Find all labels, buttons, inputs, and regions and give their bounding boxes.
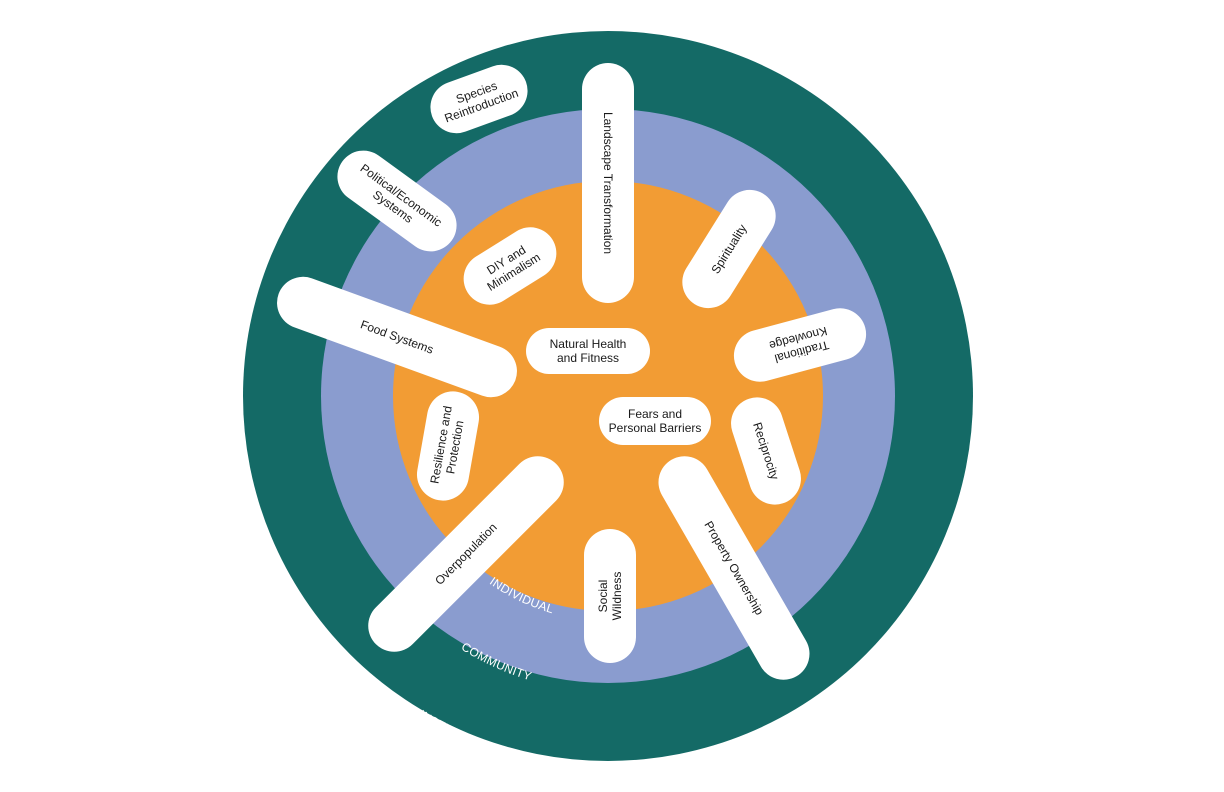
pills-layer: SpeciesReintroductionPolitical/EconomicS… bbox=[277, 63, 867, 680]
pill-shape bbox=[368, 456, 564, 652]
pill-landscape-transformation: Landscape Transformation bbox=[582, 63, 634, 303]
pill-shape bbox=[599, 397, 711, 445]
pill-spirituality: Spirituality bbox=[682, 189, 776, 309]
pill-shape bbox=[682, 189, 776, 309]
pill-shape bbox=[733, 308, 867, 382]
pill-shape bbox=[582, 63, 634, 303]
pill-label: Wildness bbox=[610, 572, 624, 621]
pill-reciprocity: Reciprocity bbox=[731, 397, 801, 505]
pill-shape bbox=[416, 391, 480, 501]
pill-label: Social bbox=[596, 580, 610, 613]
pill-label: and Fitness bbox=[557, 351, 619, 365]
pill-shape bbox=[430, 64, 528, 134]
pill-label: Fears and bbox=[628, 407, 682, 421]
pill-label: Natural Health bbox=[550, 337, 627, 351]
pill-shape bbox=[584, 529, 636, 663]
pill-shape bbox=[277, 276, 517, 398]
pill-shape bbox=[337, 150, 457, 252]
pill-shape bbox=[463, 227, 557, 305]
pill-shape bbox=[526, 328, 650, 374]
pill-label: Landscape Transformation bbox=[601, 112, 615, 254]
pill-overpopulation: Overpopulation bbox=[368, 456, 564, 652]
pill-shape bbox=[658, 456, 810, 680]
pill-shape bbox=[731, 397, 801, 505]
pill-food-systems: Food Systems bbox=[277, 276, 517, 398]
pill-label: Personal Barriers bbox=[609, 421, 702, 435]
